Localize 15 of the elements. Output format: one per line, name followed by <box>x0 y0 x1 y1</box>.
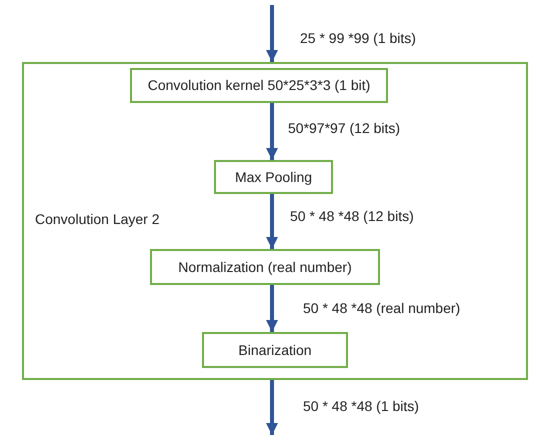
layer-frame <box>22 62 528 380</box>
layer-label: Convolution Layer 2 <box>35 210 160 229</box>
process-box <box>130 68 388 103</box>
arrow <box>266 285 278 332</box>
step-label: Convolution kernel 50*25*3*3 (1 bit) <box>148 76 370 95</box>
process-box <box>202 332 348 368</box>
arrow <box>266 380 278 435</box>
step-label: Binarization <box>238 340 312 360</box>
process-box <box>214 160 333 194</box>
arrow <box>266 194 278 249</box>
process-box <box>150 249 380 285</box>
step-label: Normalization (real number) <box>178 258 352 277</box>
arrow <box>266 103 278 160</box>
step-label: Max Pooling <box>234 168 312 187</box>
arrow <box>266 5 278 62</box>
